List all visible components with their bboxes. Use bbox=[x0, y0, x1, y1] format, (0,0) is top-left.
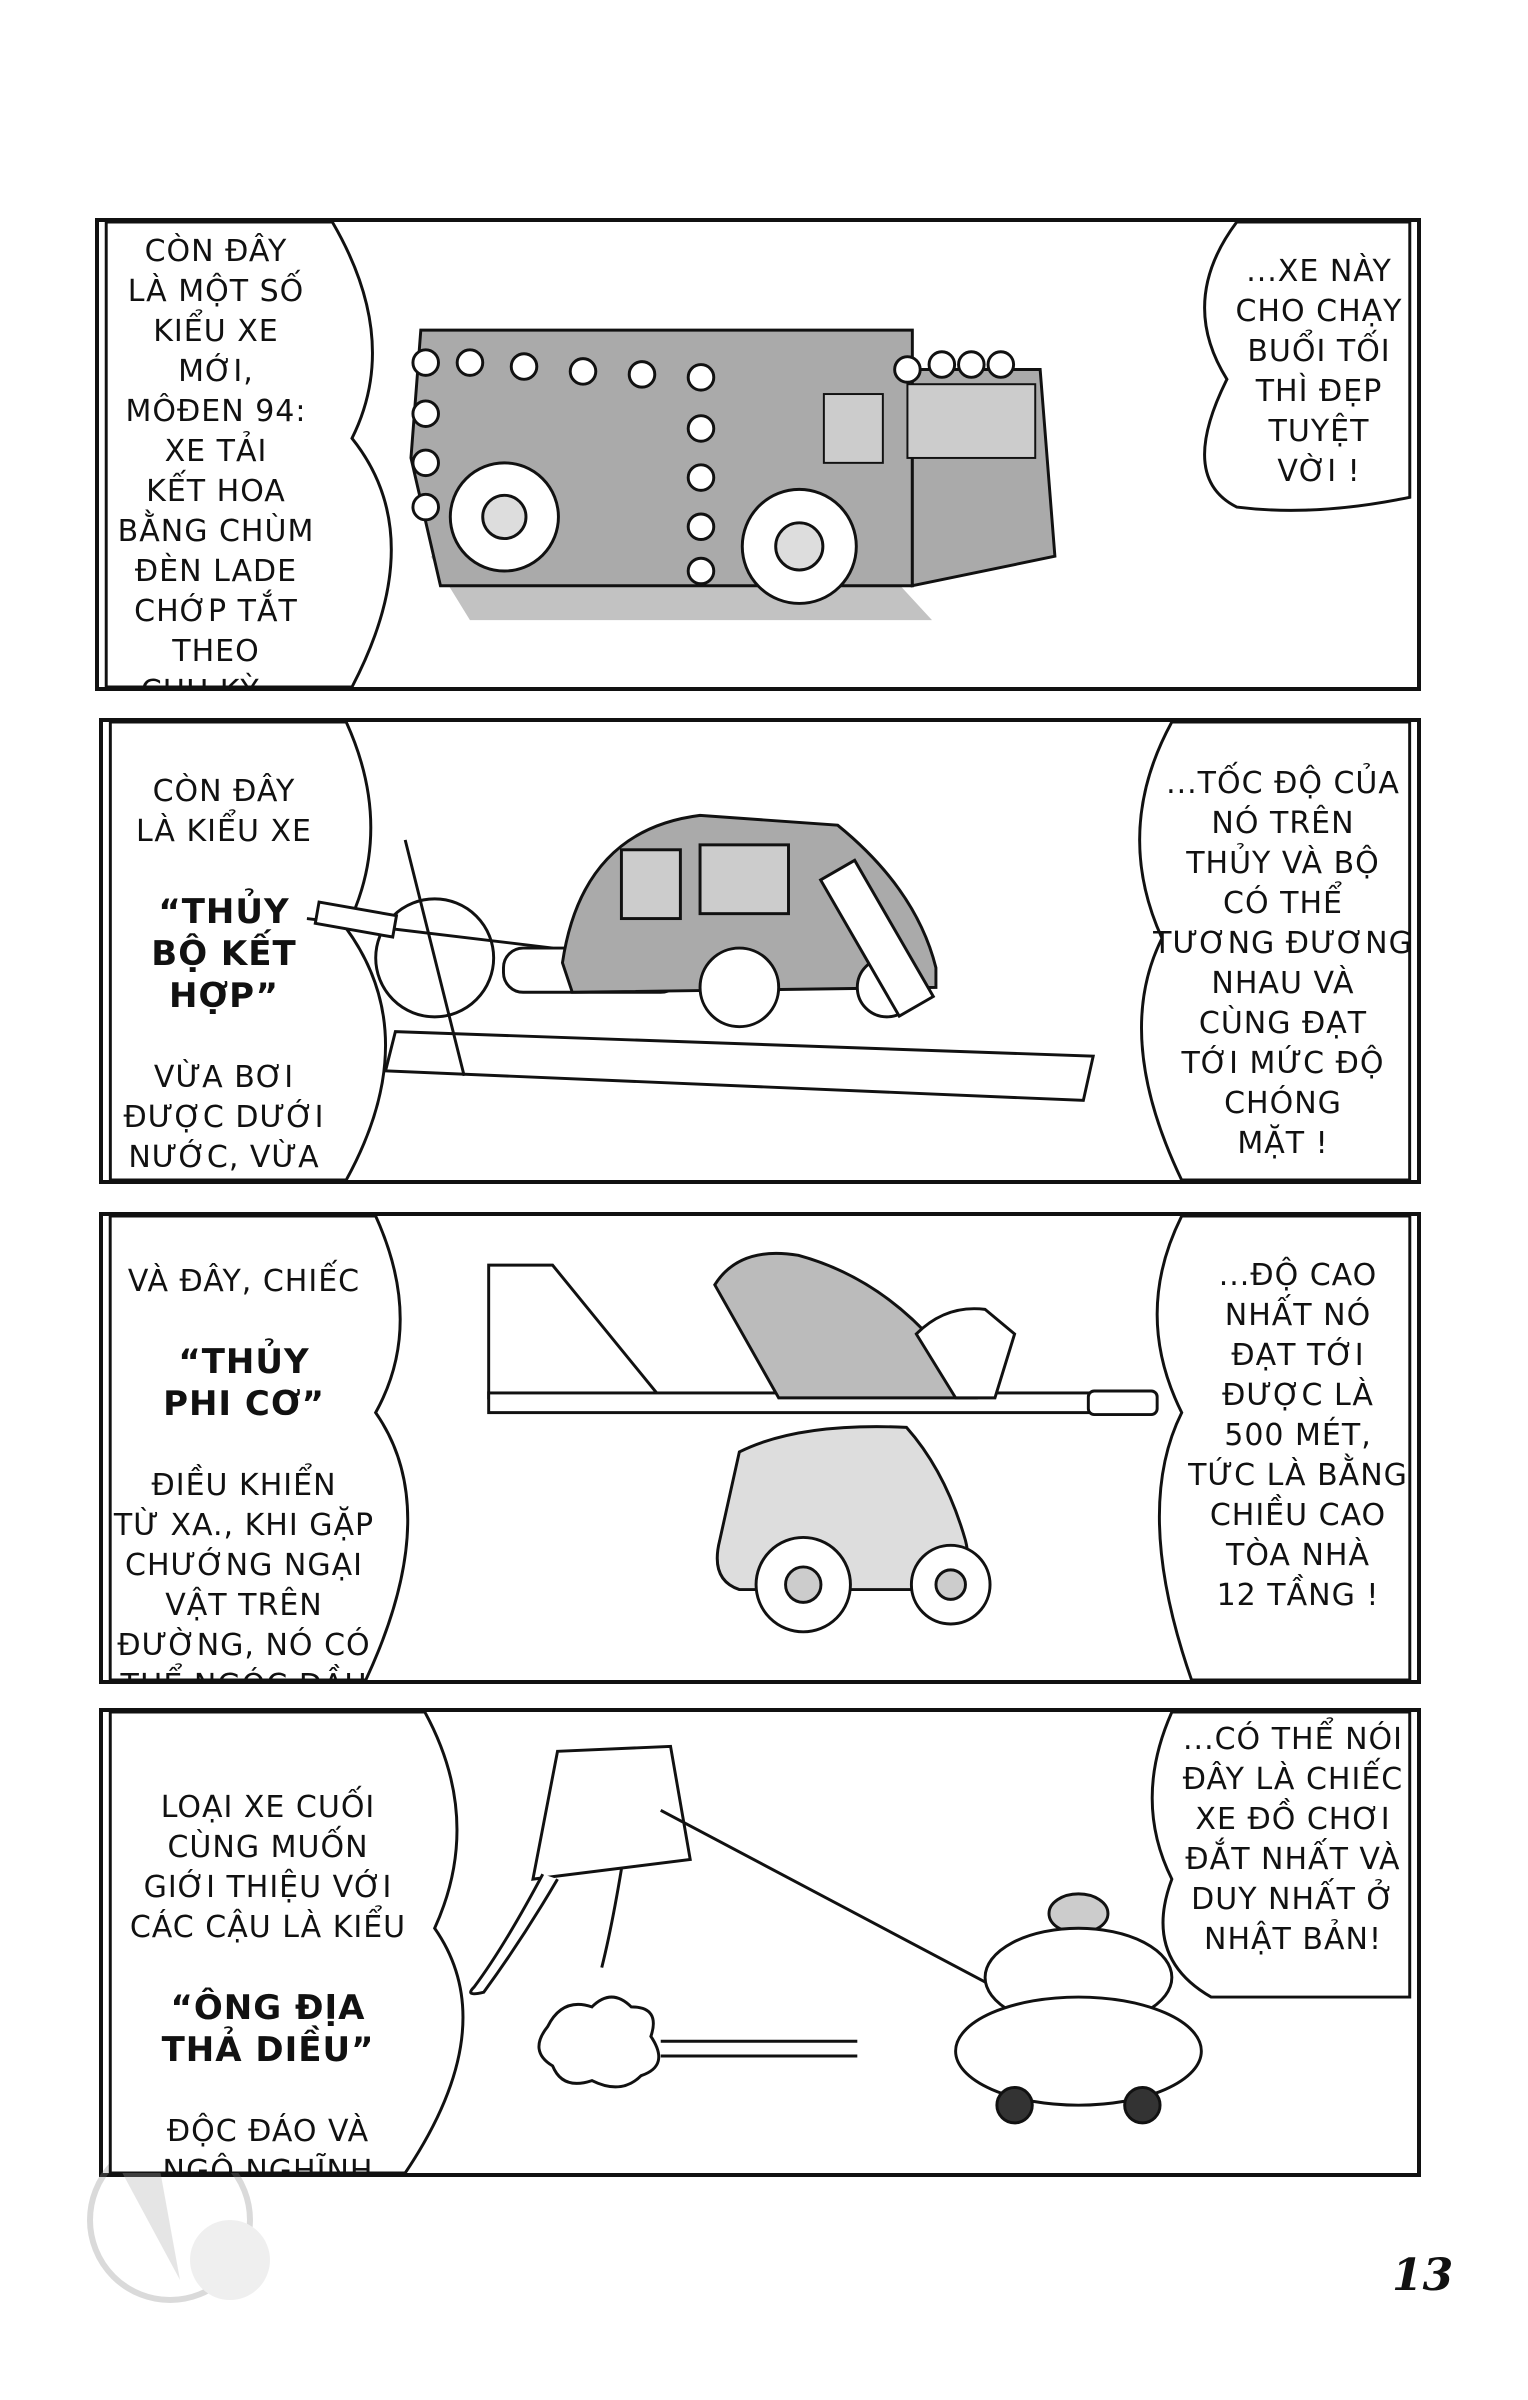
truck-illustration bbox=[104, 222, 1412, 687]
bubble-text-description: ĐIỀU KHIỂN TỪ XA., KHI GẶP CHƯỚNG NGẠI V… bbox=[113, 1468, 375, 1680]
speech-bubble-left: CÒN ĐÂY LÀ MỘT SỐ KIỂU XE MỚI, MÔĐEN 94:… bbox=[117, 234, 315, 687]
speech-bubble-right: ...XE NÀY CHO CHẠY BUỔI TỐI THÌ ĐẸP TUYỆ… bbox=[1235, 254, 1403, 489]
jizo-kite-car-illustration bbox=[108, 1712, 1412, 2173]
speech-bubble-right: ...TỐC ĐỘ CỦA NÓ TRÊN THỦY VÀ BỘ CÓ THỂ … bbox=[1153, 766, 1413, 1161]
bubble-text-vehicle-name: “ÔNG ĐỊA THẢ DIỀU” bbox=[161, 1988, 375, 2070]
speech-bubble-left: LOẠI XE CUỐI CÙNG MUỐN GIỚI THIỆU VỚI CÁ… bbox=[118, 1748, 418, 2177]
speech-bubble-left: CÒN ĐÂY LÀ KIỂU XE “THỦY BỘ KẾT HỢP” VỪA… bbox=[109, 732, 339, 1180]
bubble-text-description: VỪA BƠI ĐƯỢC DƯỚI NƯỚC, VỪA CHẠY ĐƯỢC TR… bbox=[123, 1060, 325, 1175]
amphibious-car-illustration bbox=[108, 722, 1412, 1180]
speech-bubble-right: ...ĐỘ CAO NHẤT NÓ ĐẠT TỚI ĐƯỢC LÀ 500 MÉ… bbox=[1188, 1258, 1408, 1613]
seaplane-car-illustration bbox=[108, 1216, 1412, 1680]
panel-4-jizo-kite-car: LOẠI XE CUỐI CÙNG MUỐN GIỚI THIỆU VỚI CÁ… bbox=[99, 1708, 1421, 2177]
bubble-text-vehicle-name: “THỦY BỘ KẾT HỢP” bbox=[151, 892, 297, 1016]
speech-bubble-left: VÀ ĐÂY, CHIẾC “THỦY PHI CƠ” ĐIỀU KHIỂN T… bbox=[109, 1222, 379, 1680]
speech-bubble-right: ...CÓ THỂ NÓI ĐÂY LÀ CHIẾC XE ĐỒ CHƠI ĐẮ… bbox=[1182, 1722, 1404, 1957]
bubble-text-intro: CÒN ĐÂY LÀ KIỂU XE bbox=[136, 774, 312, 849]
page-number: 13 bbox=[1392, 2250, 1454, 2301]
bubble-text-intro: LOẠI XE CUỐI CÙNG MUỐN GIỚI THIỆU VỚI CÁ… bbox=[129, 1790, 407, 1945]
panel-1-truck: CÒN ĐÂY LÀ MỘT SỐ KIỂU XE MỚI, MÔĐEN 94:… bbox=[95, 218, 1421, 691]
bubble-text-description: ĐỘC ĐÁO VÀ NGỘ NGHĨNH NHẤT THẾ KỶ ! bbox=[162, 2114, 374, 2177]
bubble-text-vehicle-name: “THỦY PHI CƠ” bbox=[163, 1342, 325, 1424]
bubble-text-intro: VÀ ĐÂY, CHIẾC bbox=[127, 1264, 361, 1299]
panel-3-seaplane-car: VÀ ĐÂY, CHIẾC “THỦY PHI CƠ” ĐIỀU KHIỂN T… bbox=[99, 1212, 1421, 1684]
watermark-logo-icon bbox=[87, 2137, 270, 2303]
panel-2-amphibious-car: CÒN ĐÂY LÀ KIỂU XE “THỦY BỘ KẾT HỢP” VỪA… bbox=[99, 718, 1421, 1184]
